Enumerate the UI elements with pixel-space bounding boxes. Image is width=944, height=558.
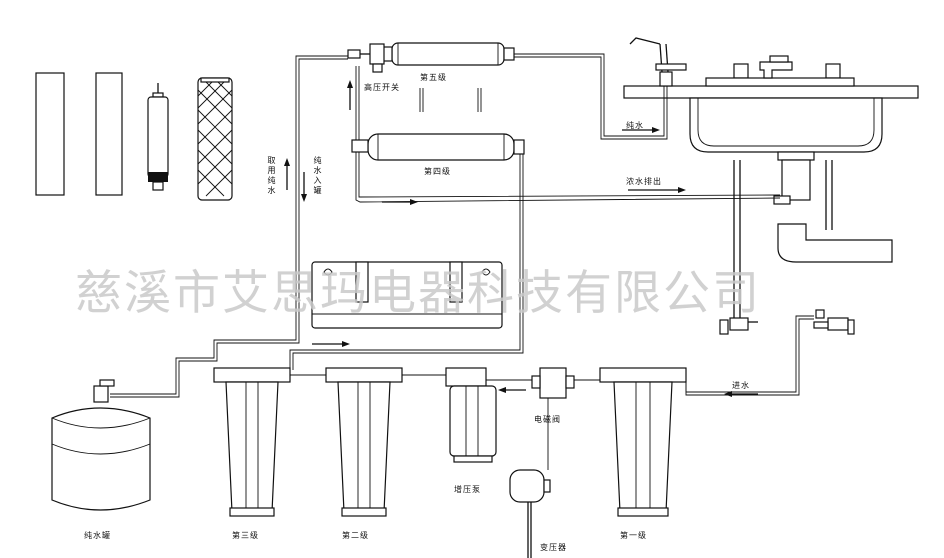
stage1-housing: [599, 367, 687, 517]
pure-water-label: 纯水: [626, 121, 644, 130]
stage5-label: 第五级: [420, 73, 447, 82]
angle-valve-left: [719, 317, 758, 335]
angle-valve-right: [813, 309, 855, 335]
kitchen-sink: [623, 55, 919, 161]
tank-label: 纯水罐: [84, 531, 111, 540]
stage5-post-filter: [379, 42, 515, 66]
company-watermark: 慈溪市艾思玛电器科技有限公司: [75, 266, 761, 321]
pure-water-faucet: [629, 37, 687, 87]
drain-assembly: [733, 159, 893, 320]
stage3-housing: [213, 367, 291, 517]
stage3-label: 第三级: [232, 531, 259, 540]
housing-fittings: [419, 88, 482, 112]
flow-arrows: [284, 80, 758, 397]
waste-water-label: 浓水排出: [626, 177, 662, 186]
pipes: [110, 53, 814, 470]
high-pressure-switch-label: 高压开关: [364, 83, 400, 92]
transformer-label: 变压器: [540, 543, 567, 552]
transformer: [509, 469, 551, 558]
take-pure-water-label: 取用纯水: [267, 156, 276, 196]
high-pressure-switch: [347, 43, 385, 73]
stage4-membrane-housing: [351, 133, 525, 161]
booster-pump-label: 增压泵: [454, 485, 481, 494]
ro-membrane-element: [147, 83, 169, 191]
carbon-block-cartridge: [197, 77, 233, 201]
stage1-label: 第一级: [620, 531, 647, 540]
stage4-label: 第四级: [424, 167, 451, 176]
pure-water-tank: [51, 379, 151, 511]
wall-bracket: [311, 261, 503, 329]
pp-cartridge-2: [95, 72, 123, 196]
pp-cartridge-1: [35, 72, 65, 196]
stage2-housing: [325, 367, 403, 517]
stage2-label: 第二级: [342, 531, 369, 540]
water-inlet-label: 进水: [732, 381, 750, 390]
booster-pump: [445, 367, 497, 463]
pure-water-in-tank-label: 纯水入罐: [313, 156, 322, 196]
solenoid-valve: [531, 367, 575, 399]
solenoid-valve-label: 电磁阀: [534, 415, 561, 424]
